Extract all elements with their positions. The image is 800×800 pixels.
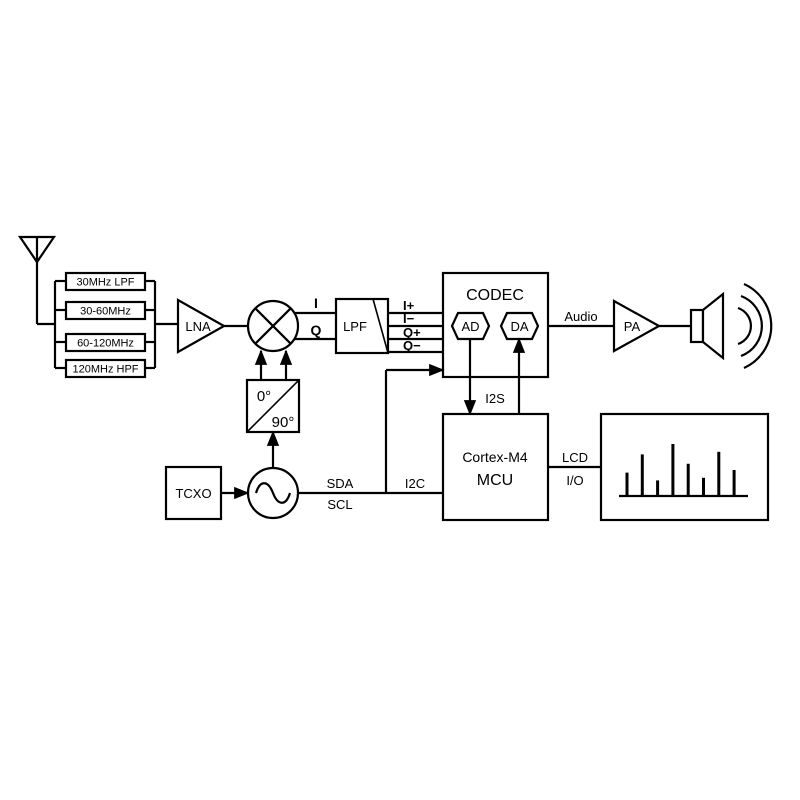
sda-label: SDA [327,476,354,491]
mcu-line2: MCU [477,472,513,489]
mcu-block: Cortex-M4 MCU [441,412,550,522]
phase-90-label: 90° [272,414,295,431]
scl-label: SCL [327,497,352,512]
filter-bank: 30MHz LPF 30-60MHz 60-120MHz 120MHz HPF [53,271,157,379]
lcd-label: LCD [562,450,588,465]
mcu-line1: Cortex-M4 [462,449,528,465]
filter-60-120mhz [64,332,147,353]
io-label: I/O [566,473,583,488]
codec-block: CODEC AD DA [441,271,550,379]
filter-label: 60-120MHz [77,338,134,350]
i-minus-label: I− [403,311,415,326]
filter-30mhz-lpf [64,271,147,292]
filter-120mhz-hpf [64,358,147,379]
lna-amplifier: LNA [176,298,227,354]
q-plus-label: Q+ [403,325,421,340]
ad-label: AD [461,319,479,334]
mixer-i-label: I [314,295,318,311]
i-plus-label: I+ [403,298,415,313]
filter-label: 30-60MHz [80,306,131,318]
lna-label: LNA [185,319,211,334]
lpf-block: LPF [334,297,390,355]
codec-title: CODEC [466,287,524,304]
filter-label: 120MHz HPF [72,364,138,376]
mixer-icon [246,299,300,353]
da-label: DA [510,319,528,334]
sound-wave-icon [737,282,773,370]
antenna-icon [17,235,57,326]
i2c-label: I2C [405,476,425,491]
tcxo-block: TCXO [164,465,223,521]
pa-label: PA [624,319,641,334]
speaker-icon [689,291,725,361]
phase-shifter: 0° 90° [245,378,301,434]
pa-amplifier: PA [612,299,662,353]
q-minus-label: Q− [403,338,421,353]
da-converter [499,311,540,341]
oscillator-icon [246,466,300,520]
lpf-label: LPF [343,319,367,334]
i2s-label: I2S [485,391,505,406]
lcd-display [599,412,770,522]
filter-label: 30MHz LPF [76,277,134,289]
phase-0-label: 0° [257,388,271,405]
filter-30-60mhz [64,300,147,321]
mixer-q-label: Q [311,322,322,338]
tcxo-label: TCXO [175,486,211,501]
audio-label: Audio [564,309,597,324]
ad-converter [450,311,491,341]
